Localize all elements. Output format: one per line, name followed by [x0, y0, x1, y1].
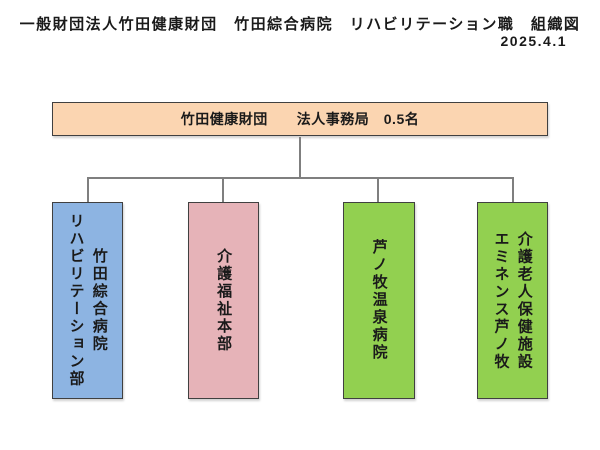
org-box-care-welfare-headquarters: 介護福祉本部 — [188, 202, 259, 399]
date-label: 2025.4.1 — [500, 33, 567, 49]
connector-root-vertical — [299, 137, 301, 178]
page-title: 一般財団法人竹田健康財団 竹田綜合病院 リハビリテーション職 組織図 — [19, 16, 581, 33]
org-box-takeda-general-hospital-rehab-dept: 竹田綜合病院 リハビリテーション部 — [52, 202, 123, 399]
org-box-foundation-office: 竹田健康財団 法人事務局 0.5名 — [52, 102, 548, 136]
org-box-ashinomaki-onsen-hospital: 芦ノ牧温泉病院 — [343, 202, 415, 399]
connector-stub-1 — [87, 178, 89, 203]
org-box-takeda-general-hospital-rehab-dept-label: 竹田綜合病院 リハビリテーション部 — [67, 213, 108, 388]
connector-stub-3 — [377, 178, 379, 203]
connector-stub-2 — [222, 178, 224, 203]
connector-horizontal — [87, 177, 514, 179]
connector-stub-4 — [512, 178, 514, 203]
org-box-ashinomaki-onsen-hospital-label: 芦ノ牧温泉病院 — [370, 239, 388, 362]
org-box-eminence-ashinomaki-care-facility-label: 介護老人保健施設 エミネンス芦ノ牧 — [492, 230, 533, 371]
org-box-care-welfare-headquarters-label: 介護福祉本部 — [215, 248, 233, 353]
org-box-eminence-ashinomaki-care-facility: 介護老人保健施設 エミネンス芦ノ牧 — [477, 202, 548, 399]
org-box-foundation-office-label: 竹田健康財団 法人事務局 0.5名 — [180, 111, 420, 127]
